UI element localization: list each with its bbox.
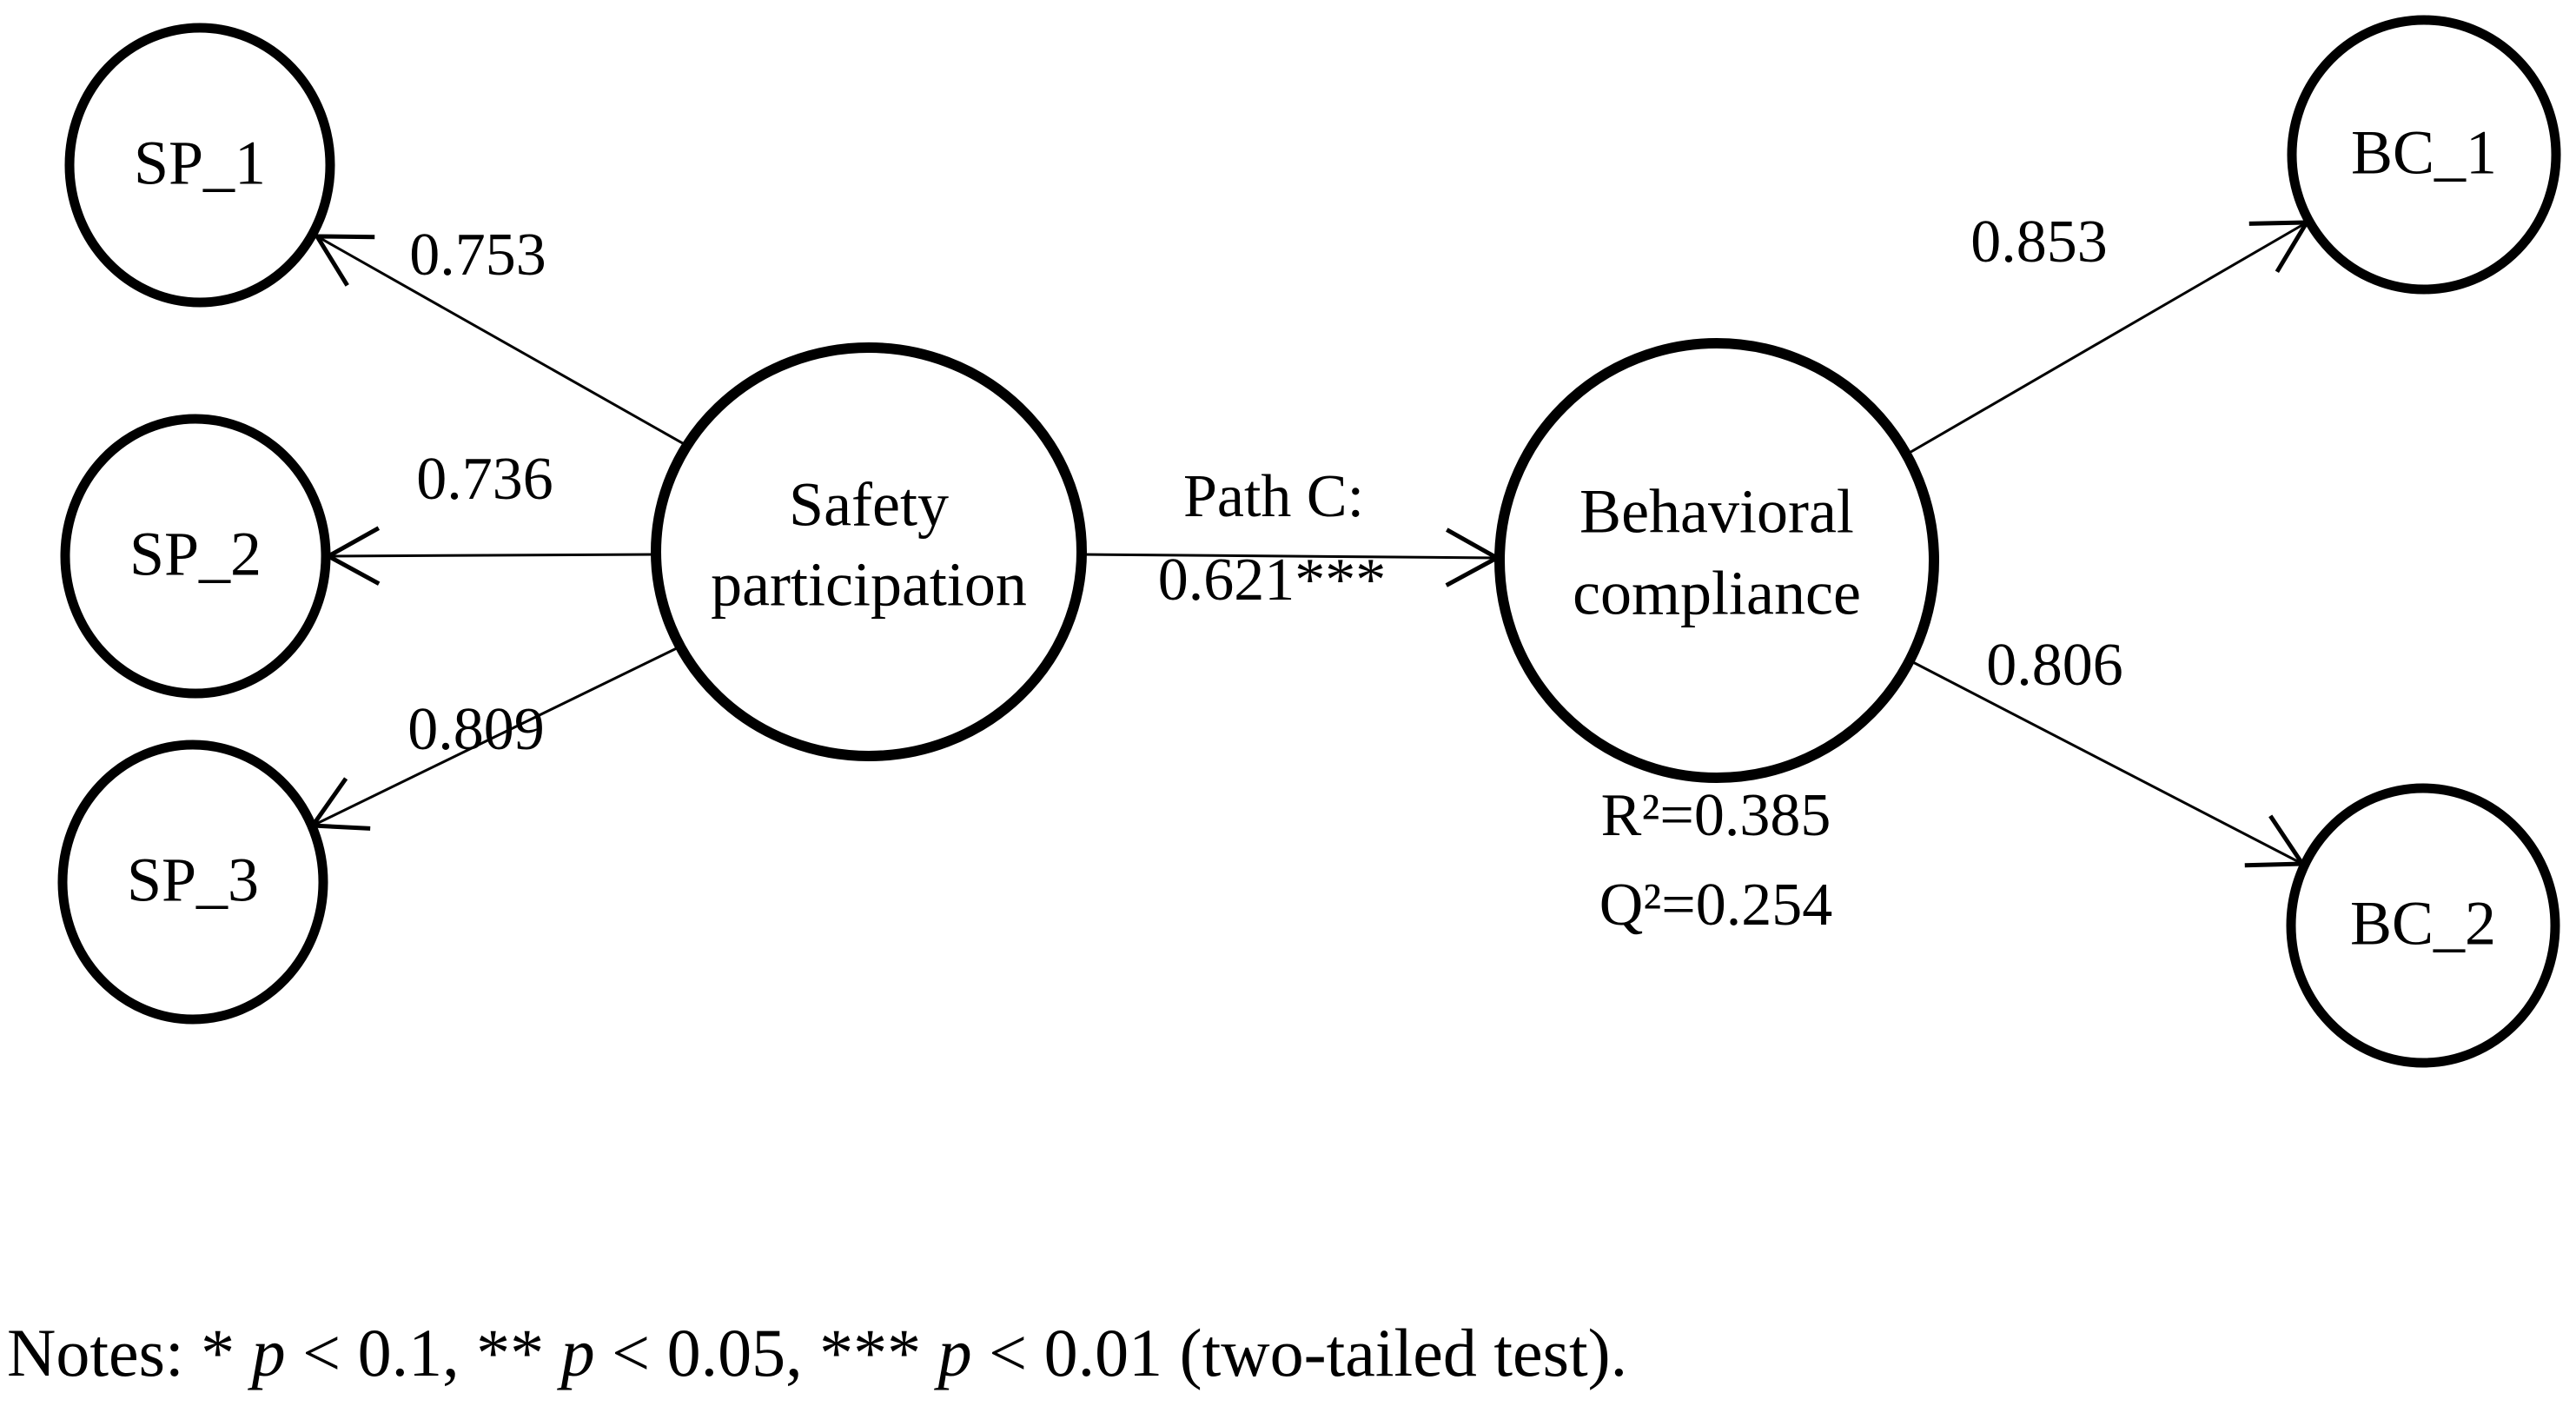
edge-weight-bc2: 0.806	[1986, 632, 2123, 699]
edge-weight-sp1: 0.753	[409, 222, 546, 289]
notes-p-symbol: p	[560, 1315, 595, 1390]
edge-weight-sp3: 0.809	[407, 696, 545, 763]
edge-sp-to-sp1	[313, 234, 694, 451]
edge-sp-to-sp3	[308, 642, 686, 831]
edge-bc-to-bc1	[1907, 220, 2311, 455]
node-bc1-label: BC_1	[2351, 118, 2497, 188]
node-behavioral-compliance-label-line2: compliance	[1573, 559, 1861, 628]
node-bc2-circle	[2286, 783, 2560, 1068]
node-safety-participation-label-line1: Safety	[789, 470, 949, 540]
bc-r-squared-stat: R²=0.385	[1601, 782, 1831, 849]
node-sp2-circle	[60, 414, 331, 699]
edge-path-c	[1081, 527, 1502, 587]
node-behavioral-compliance-label-line1: Behavioral	[1579, 477, 1854, 547]
node-bc2-label: BC_2	[2350, 889, 2496, 959]
notes-text-segment: < 0.05, ***	[594, 1315, 938, 1390]
node-safety-participation-circle	[651, 342, 1087, 761]
node-sp3-label: SP_3	[127, 846, 259, 915]
edge-path-c-label-line1: Path C:	[1183, 463, 1364, 530]
notes-p-symbol: p	[937, 1315, 972, 1390]
significance-notes: Notes: * p < 0.1, ** p < 0.05, *** p < 0…	[7, 1314, 1627, 1392]
node-sp1-circle	[64, 23, 335, 308]
notes-text-segment: < 0.1, **	[285, 1315, 561, 1390]
notes-p-symbol: p	[251, 1315, 286, 1390]
bc-q-squared-stat: Q²=0.254	[1599, 872, 1833, 939]
notes-text-segment: < 0.01 (two-tailed test).	[971, 1315, 1628, 1390]
node-sp2-label: SP_2	[129, 520, 262, 589]
node-sp3-circle	[57, 740, 328, 1025]
edge-weight-sp2: 0.736	[416, 446, 553, 513]
node-behavioral-compliance-circle	[1494, 338, 1939, 783]
edge-sp-to-sp2	[323, 526, 657, 586]
notes-text-segment: Notes: *	[7, 1315, 252, 1390]
node-bc1-circle	[2287, 15, 2561, 295]
edge-path-c-label-line2: 0.621***	[1158, 547, 1387, 614]
node-safety-participation-label-line2: participation	[711, 550, 1027, 620]
edge-bc-to-bc2	[1910, 660, 2307, 868]
edge-weight-bc1: 0.853	[1970, 209, 2108, 275]
node-sp1-label: SP_1	[134, 129, 266, 198]
